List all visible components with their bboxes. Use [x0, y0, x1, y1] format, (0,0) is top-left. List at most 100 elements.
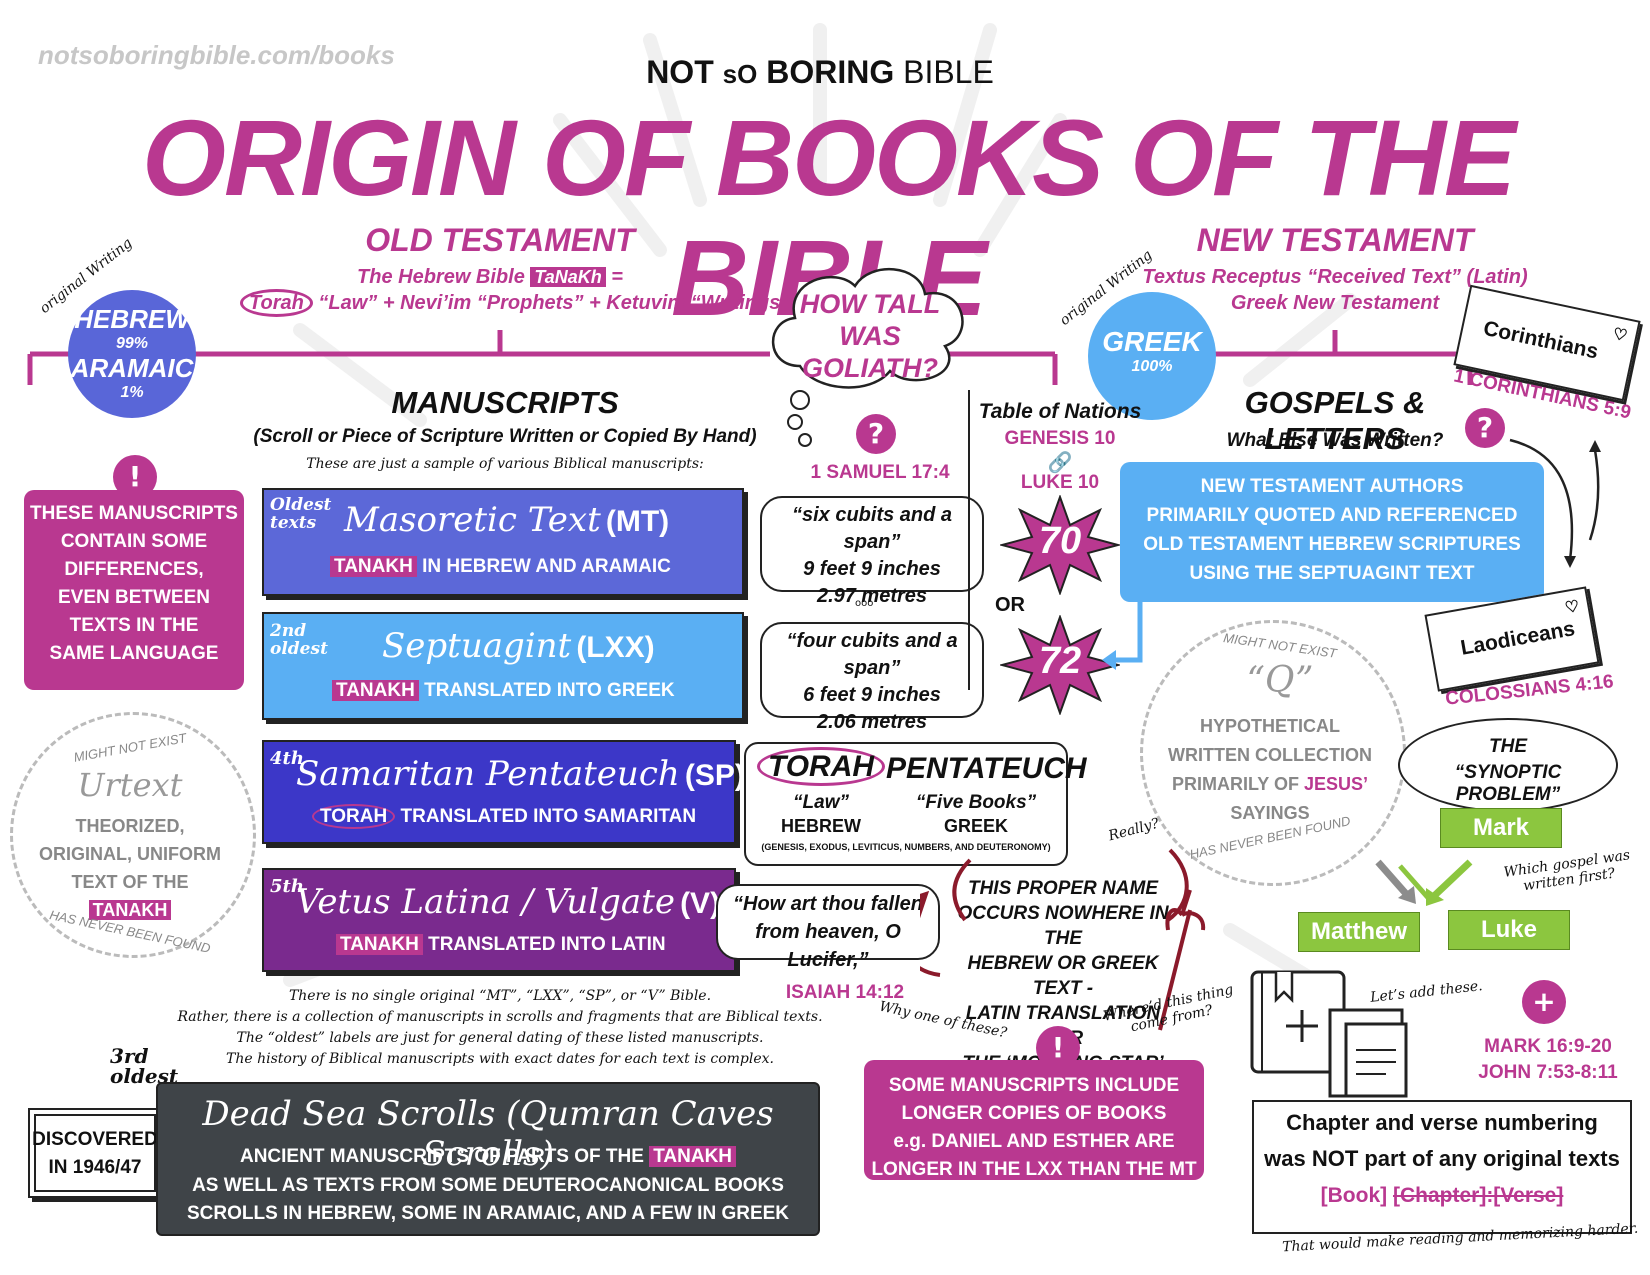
septuagint-hl: TANAKH: [332, 680, 419, 701]
q-line1: HYPOTHETICAL: [1199, 716, 1340, 736]
chapter-verse-box: Chapter and verse numbering was NOT part…: [1252, 1100, 1632, 1234]
torah-pentateuch-box: TORAH “Law” HEBREW PENTATEUCH “Five Book…: [744, 742, 1087, 866]
blue-line3: OLD TESTAMENT HEBREW SCRIPTURES: [1143, 534, 1521, 555]
dead-sea-scroll: Dead Sea Scrolls (Qumran Caves Scrolls) …: [156, 1082, 820, 1236]
greek-percent: 100%: [1131, 358, 1173, 375]
pentateuch-books: (GENESIS, EXODUS, LEVITICUS, NUMBERS, AN…: [761, 842, 1051, 852]
old-testament-heading: OLD TESTAMENT: [365, 222, 635, 258]
urtext-name: Urtext: [77, 766, 183, 804]
chapter-line1: Chapter and verse numbering: [1286, 1110, 1598, 1135]
samaritan-name: Samaritan Pentateuch: [296, 754, 680, 794]
greek-label: GREEK: [1102, 326, 1202, 357]
manuscripts-note: These are just a sample of various Bibli…: [306, 456, 704, 472]
vulgate-hl: TANAKH: [336, 934, 423, 955]
nations-title: Table of Nations: [978, 400, 1142, 423]
devil-horns-pitchfork-icon: [920, 848, 1206, 1031]
q-desc: HYPOTHETICAL WRITTEN COLLECTION PRIMARIL…: [1150, 712, 1390, 828]
longer-line2: LONGER COPIES OF BOOKS: [901, 1103, 1167, 1124]
hebrew-label: HEBREW: [74, 304, 190, 334]
arrow-to-72: [1102, 600, 1143, 670]
greek-nt: Greek New Testament: [1230, 292, 1440, 314]
differences-warning: THESE MANUSCRIPTS CONTAIN SOME DIFFERENC…: [24, 490, 244, 690]
mark-addition-ref: MARK 16:9-20: [1484, 1036, 1612, 1057]
footnote-line2: Rather, there is a collection of manuscr…: [177, 1009, 823, 1025]
samaritan-hl: TORAH: [312, 804, 396, 829]
question-icon-gospels: ?: [1465, 408, 1505, 448]
pentateuch-meaning: “Five Books”: [915, 792, 1037, 813]
pentateuch-language: GREEK: [943, 816, 1008, 836]
lucifer-note-line2: OCCURS NOWHERE IN THE: [957, 903, 1169, 949]
septuagint-name: Septuagint: [382, 626, 572, 666]
brand-so: sO: [722, 59, 758, 89]
heart-stamp-icon: ♡: [1611, 325, 1629, 346]
brand-bible: BIBLE: [903, 54, 994, 90]
samaritan-title: Samaritan Pentateuch (SP): [296, 754, 745, 794]
vulgate-desc-text: TRANSLATED INTO LATIN: [428, 934, 666, 955]
masoretic-name: Masoretic Text: [344, 500, 601, 540]
warning-line3: DIFFERENCES,: [64, 559, 204, 580]
dead-sea-title: Dead Sea Scrolls (Qumran Caves Scrolls): [202, 1094, 774, 1174]
aramaic-percent: 1%: [120, 384, 144, 401]
footnote-line3: The “oldest” labels are just for general…: [236, 1030, 764, 1046]
chapter-verse-token: [Chapter]:[Verse]: [1392, 1184, 1564, 1207]
vulgate-name: Vetus Latina / Vulgate: [296, 882, 675, 922]
masoretic-band: Oldest texts Masoretic Text (MT) TANAKH …: [262, 488, 744, 596]
torah-language: HEBREW: [781, 816, 861, 836]
hebrew-bible-label: The Hebrew Bible: [357, 266, 525, 288]
plus-icon: +: [1522, 980, 1566, 1024]
bible-and-pages-icon: [1250, 970, 1408, 1098]
oldest-tag: Oldest texts: [270, 495, 332, 533]
pentateuch-label: PENTATEUCH: [886, 752, 1087, 785]
torah-meaning: “Law”: [793, 792, 849, 813]
footnote-line4: The history of Biblical manuscripts with…: [226, 1051, 774, 1067]
torah-circled-label: TORAH: [756, 747, 886, 786]
urtext-line3: TEXT OF THE: [71, 872, 189, 892]
dead-sea-line1: ANCIENT MANUSCRIPTS OF PARTS OF THE TANA…: [158, 1146, 818, 1168]
q-jesus: JESUS’: [1304, 774, 1369, 794]
vulgate-abbr: (V): [680, 887, 721, 920]
masoretic-desc-text: IN HEBREW AND ARAMAIC: [422, 556, 671, 577]
synoptic-arrows: [1375, 859, 1473, 906]
lucifer-note-line1: THIS PROPER NAME: [967, 878, 1159, 899]
discovered-box: DISCOVERED IN 1946/47: [28, 1108, 162, 1198]
vulgate-band: 5th Vetus Latina / Vulgate (V) TANAKH TR…: [262, 868, 736, 972]
mark-box: Mark: [1440, 808, 1562, 848]
discovered-inner-frame: [34, 1114, 156, 1192]
nations-70: 70: [1038, 520, 1082, 562]
q-line2: WRITTEN COLLECTION: [1168, 745, 1372, 765]
chapter-line2: was NOT part of any original texts: [1264, 1146, 1620, 1171]
manuscripts-sub: (Scroll or Piece of Scripture Written or…: [253, 426, 757, 447]
warning-line6: SAME LANGUAGE: [49, 643, 219, 664]
matthew-box: Matthew: [1298, 912, 1420, 952]
vulgate-title: Vetus Latina / Vulgate (V): [296, 882, 720, 922]
bubble1-line1: “six cubits and a span”: [791, 504, 953, 553]
hebrew-percent: 99%: [115, 335, 149, 352]
laodiceans-label: Laodiceans: [1458, 617, 1577, 660]
urtext-hl: TANAKH: [88, 900, 172, 920]
corinthians-label: Corinthians: [1481, 316, 1601, 364]
blue-line2: PRIMARILY QUOTED AND REFERENCED: [1146, 505, 1518, 526]
samaritan-abbr: (SP): [684, 759, 745, 792]
synoptic-title2: “SYNOPTIC PROBLEM”: [1454, 762, 1562, 805]
longer-copies-box: SOME MANUSCRIPTS INCLUDE LONGER COPIES O…: [864, 1060, 1204, 1180]
urtext-line1: THEORIZED,: [75, 816, 185, 836]
brand-logo: NOT sO BORING BIBLE: [640, 54, 1000, 91]
heart-stamp-icon-2: ♡: [1563, 597, 1581, 618]
septuagint-quote-box: NEW TESTAMENT AUTHORS PRIMARILY QUOTED A…: [1120, 462, 1544, 602]
discovered-line1: DISCOVERED: [32, 1129, 158, 1150]
septuagint-desc: TANAKH TRANSLATED INTO GREEK: [332, 680, 675, 702]
site-url[interactable]: notsoboringbible.com/books: [38, 40, 395, 70]
bubble1-line2: 9 feet 9 inches: [803, 558, 941, 580]
dead-sea-hl: TANAKH: [649, 1146, 737, 1167]
manuscripts-heading: MANUSCRIPTS: [391, 385, 619, 420]
thought-dots: [787, 390, 812, 447]
genesis-ref: GENESIS 10: [1004, 428, 1116, 449]
discovered-text: DISCOVERED IN 1946/47: [30, 1126, 160, 1182]
john-addition-ref: JOHN 7:53-8:11: [1478, 1062, 1618, 1083]
gospels-heading: GOSPELS & LETTERS: [1244, 385, 1426, 456]
new-testament-heading: NEW TESTAMENT: [1196, 222, 1474, 258]
bubble2-line3: 2.06 metres: [816, 711, 928, 733]
tanakh-tag: TaNaKh: [530, 267, 606, 287]
textus-receptus: Textus Receptus “Received Text” (Latin): [1142, 266, 1528, 288]
